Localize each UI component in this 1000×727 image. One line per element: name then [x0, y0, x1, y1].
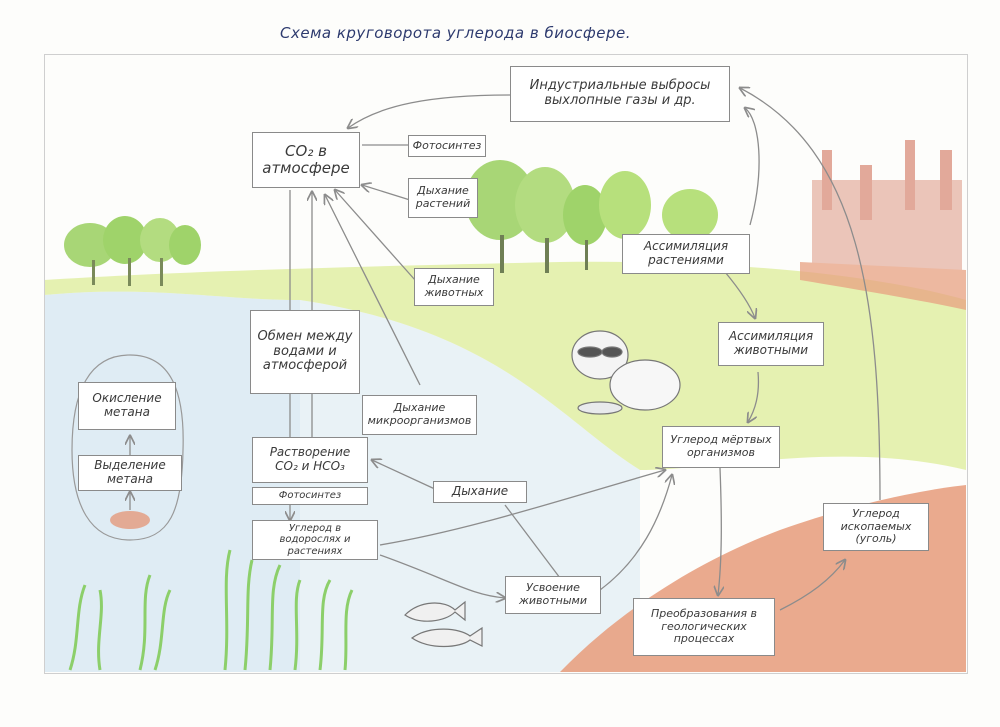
box-respiration: Дыхание [433, 481, 527, 503]
box-co2-dissolution: Растворение CO₂ и HCO₃ [252, 437, 368, 483]
box-photosynthesis-water: Фотосинтез [252, 487, 368, 505]
grass-field [44, 261, 966, 470]
box-fossil-carbon: Углерод ископаемых (уголь) [823, 503, 929, 551]
box-water-atmosphere-exchange: Обмен между водами и атмосферой [250, 310, 360, 394]
algae-icon [68, 549, 354, 671]
box-assimilation-animals: Ассимиляция животными [718, 322, 824, 366]
box-animal-digestion: Усвоение животными [505, 576, 601, 614]
box-microorganism-respiration: Дыхание микроорганизмов [362, 395, 477, 435]
box-methane-oxidation: Окисление метана [78, 382, 176, 430]
diagram-title: Схема круговорота углерода в биосфере. [280, 24, 631, 42]
box-industrial-emissions: Индустриальные выбросы выхлопные газы и … [510, 66, 730, 122]
raccoon-icon [571, 330, 681, 415]
box-animal-respiration: Дыхание животных [414, 268, 494, 306]
fish-icon [404, 600, 483, 648]
box-algae-plants-carbon: Углерод в водорослях и растениях [252, 520, 378, 560]
box-photosynthesis-top: Фотосинтез [408, 135, 486, 157]
factory-icon [800, 140, 966, 310]
left-trees-icon [64, 216, 201, 286]
box-plant-respiration: Дыхание растений [408, 178, 478, 218]
methane-loop [71, 354, 184, 541]
center-trees-icon [465, 160, 718, 273]
methane-source [110, 511, 150, 529]
box-dead-organisms-carbon: Углерод мёртвых организмов [662, 426, 780, 468]
box-methane-release: Выделение метана [78, 455, 182, 491]
box-co2-atmosphere: CO₂ в атмосфере [252, 132, 360, 188]
box-geological-transformations: Преобразования в геологических процессах [633, 598, 775, 656]
diagram-frame [44, 54, 968, 674]
box-assimilation-plants: Ассимиляция растениями [622, 234, 750, 274]
